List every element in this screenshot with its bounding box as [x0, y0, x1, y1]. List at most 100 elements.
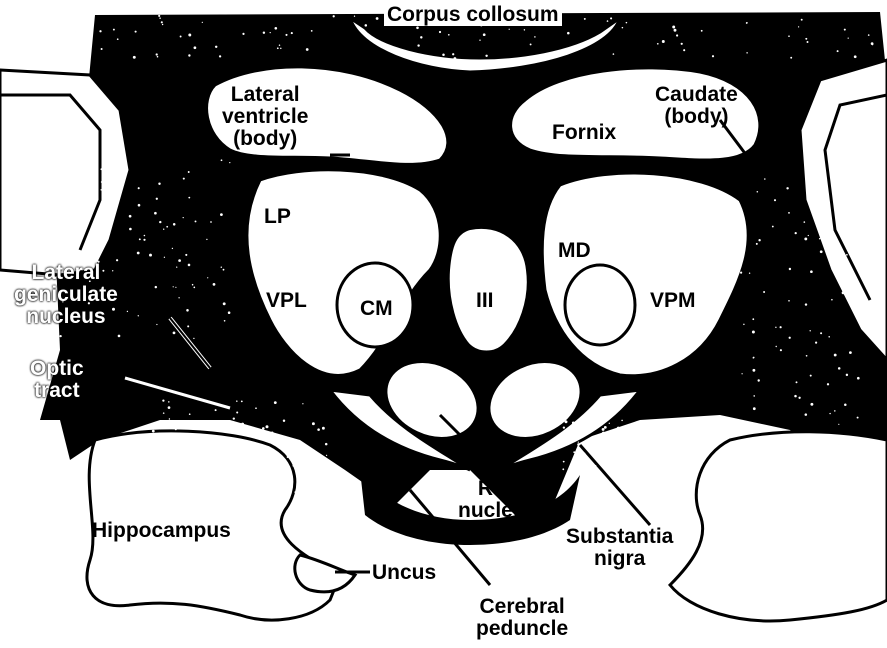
stipple-dot: [655, 444, 656, 445]
stipple-dot: [224, 320, 226, 322]
stipple-dot: [448, 34, 450, 36]
stipple-dot: [867, 190, 869, 192]
stipple-dot: [772, 226, 774, 228]
stipple-dot: [752, 318, 754, 320]
stipple-dot: [283, 488, 285, 490]
stipple-dot: [690, 429, 691, 430]
stipple-dot: [215, 46, 217, 48]
stipple-dot: [827, 383, 829, 385]
stipple-dot: [846, 254, 848, 256]
stipple-dot: [233, 513, 235, 515]
stipple-dot: [137, 252, 140, 255]
stipple-dot: [83, 227, 86, 230]
stipple-dot: [59, 247, 61, 249]
stipple-dot: [143, 239, 145, 241]
stipple-dot: [84, 186, 86, 188]
stipple-dot: [688, 426, 690, 428]
stipple-dot: [689, 422, 692, 425]
stipple-dot: [163, 229, 164, 230]
stipple-dot: [617, 467, 619, 469]
stipple-dot: [255, 491, 257, 493]
stipple-dot: [626, 22, 628, 24]
stipple-dot: [753, 395, 755, 397]
stipple-dot: [562, 468, 564, 470]
stipple-dot: [786, 187, 788, 189]
stipple-dot: [868, 185, 870, 187]
stipple-dot: [644, 432, 646, 434]
stipple-dot: [173, 332, 176, 335]
stipple-dot: [849, 234, 851, 236]
label-caudate: Caudate (body): [655, 84, 738, 128]
stipple-dot: [417, 44, 419, 46]
stipple-dot: [127, 311, 128, 312]
stipple-dot: [869, 331, 872, 334]
stipple-dot: [809, 330, 810, 331]
stipple-dot: [662, 443, 664, 445]
stipple-dot: [172, 420, 175, 423]
stipple-dot: [681, 43, 683, 45]
stipple-dot: [151, 469, 154, 472]
stipple-dot: [241, 423, 244, 426]
stipple-dot: [842, 291, 845, 294]
stipple-dot: [621, 420, 623, 422]
stipple-dot: [156, 53, 158, 55]
stipple-dot: [266, 425, 269, 428]
stipple-dot: [788, 300, 790, 302]
stipple-dot: [229, 162, 230, 163]
stipple-dot: [672, 26, 675, 29]
stipple-dot: [274, 401, 277, 404]
stipple-dot: [563, 440, 566, 443]
stipple-dot: [763, 291, 765, 293]
stipple-dot: [189, 413, 191, 415]
stipple-dot: [707, 438, 710, 441]
stipple-dot: [877, 231, 878, 232]
stipple-dot: [642, 438, 644, 440]
stipple-dot: [235, 485, 238, 488]
label-cm: CM: [360, 298, 393, 320]
stipple-dot: [236, 400, 238, 402]
stipple-dot: [275, 466, 277, 468]
stipple-dot: [595, 465, 596, 466]
stipple-dot: [657, 43, 659, 45]
stipple-dot: [674, 29, 677, 32]
stipple-dot: [442, 53, 445, 56]
stipple-dot: [159, 17, 161, 19]
stipple-dot: [194, 46, 197, 49]
stipple-dot: [285, 34, 287, 36]
stipple-dot: [283, 419, 285, 421]
label-lp: LP: [264, 206, 291, 228]
stipple-dot: [129, 215, 132, 218]
stipple-dot: [235, 497, 237, 499]
stipple-dot: [152, 430, 155, 433]
stipple-dot: [212, 504, 215, 507]
right-hippocampus-shape: [670, 432, 887, 621]
stipple-dot: [113, 29, 115, 31]
stipple-dot: [655, 429, 657, 431]
stipple-dot: [284, 477, 286, 479]
stipple-dot: [862, 275, 863, 276]
stipple-dot: [758, 239, 760, 241]
stipple-dot: [193, 512, 194, 513]
stipple-dot: [862, 218, 863, 219]
stipple-dot: [135, 31, 137, 33]
stipple-dot: [168, 423, 171, 426]
stipple-dot: [454, 57, 457, 60]
stipple-dot: [277, 47, 279, 49]
stipple-dot: [74, 214, 76, 216]
stipple-dot: [622, 448, 624, 450]
stipple-dot: [753, 407, 756, 410]
stipple-dot: [643, 448, 644, 449]
stipple-dot: [101, 181, 103, 183]
stipple-dot: [684, 422, 685, 423]
stipple-dot: [831, 299, 833, 301]
stipple-dot: [834, 354, 837, 357]
stipple-dot: [758, 379, 760, 381]
stipple-dot: [210, 221, 212, 223]
stipple-dot: [701, 30, 703, 32]
stipple-dot: [583, 428, 585, 430]
stipple-dot: [62, 192, 64, 194]
stipple-dot: [567, 32, 570, 35]
stipple-dot: [439, 31, 441, 33]
stipple-dot: [223, 269, 225, 271]
